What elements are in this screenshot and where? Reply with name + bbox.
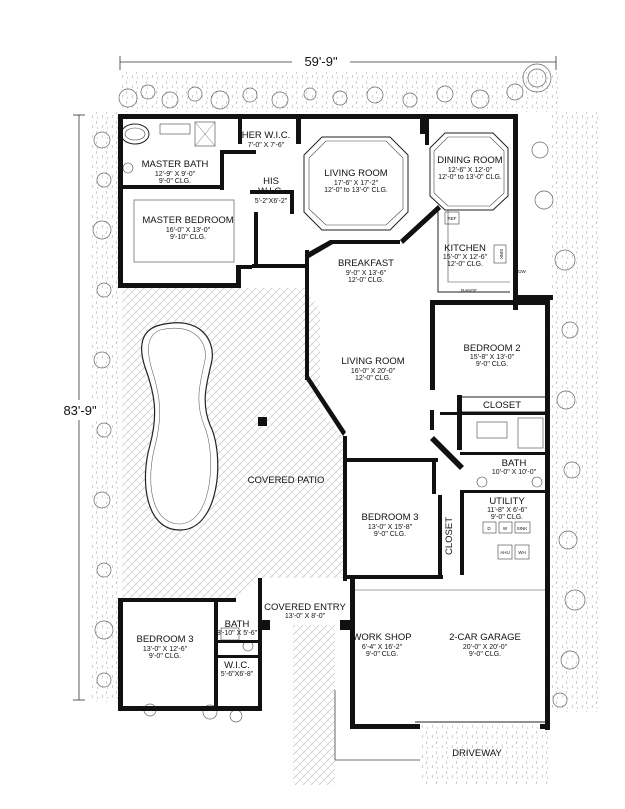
- room-name: BREAKFAST: [338, 258, 394, 269]
- room-size: 9'-0" X 13'-6": [346, 270, 387, 277]
- room-ceiling: 9'-0" CLG.: [159, 178, 191, 185]
- room-size: 13'-0" X 15'-8": [368, 524, 413, 531]
- room-size: 8'-10" X 5'-6": [217, 630, 258, 637]
- room-size: 7'-0" X 7'-6": [248, 142, 285, 149]
- room-ceiling: 12'-0" CLG.: [348, 277, 384, 284]
- fixture-label: REF: [448, 216, 457, 221]
- room-ceiling: 9'-0" CLG.: [366, 651, 398, 658]
- width-dimension: 59'-9": [304, 54, 338, 69]
- room-size: 16'-0" X 13'-0": [166, 227, 211, 234]
- room-name: MASTER BATH: [142, 159, 209, 170]
- fixture-label: SINK: [499, 249, 504, 260]
- room-ceiling: 9'-10" CLG.: [170, 234, 206, 241]
- room-labels: MASTER BATH 12'-9" X 9'-0" 9'-0" CLG. HE…: [136, 130, 536, 759]
- room-name: CLOSET: [444, 517, 455, 555]
- entry-walk: [293, 625, 550, 785]
- room-name: BEDROOM 2: [463, 343, 520, 354]
- room-size: 11'-8" X 6'-6": [487, 507, 527, 514]
- room-name: KITCHEN: [444, 243, 486, 254]
- room-size: 13'-0" X 8'-0": [285, 613, 326, 620]
- room-size: 5'-6"X6'-8": [221, 671, 254, 678]
- room-ceiling: 9'-0" CLG.: [476, 361, 508, 368]
- room-name: HER W.I.C.: [242, 130, 291, 141]
- room-name: DRIVEWAY: [452, 748, 502, 759]
- walls: [118, 114, 553, 730]
- room-size: 12'-9" X 9'-0": [155, 171, 196, 178]
- room-size: 13'-0" X 12'-6": [143, 646, 188, 653]
- room-size: 10'-0" X 10'-0": [492, 469, 537, 476]
- landscaping: [92, 63, 600, 723]
- fixture-label: D: [487, 526, 491, 531]
- room-name: BEDROOM 3: [136, 634, 193, 645]
- fixture-label: DW: [518, 269, 526, 274]
- room-name: HIS: [263, 176, 279, 187]
- room-name: UTILITY: [489, 496, 525, 507]
- room-size: 12'-6" X 12'-0": [448, 167, 493, 174]
- room-size: 15'-0" X 12'-6": [443, 254, 488, 261]
- fixture-label: WH: [518, 550, 526, 555]
- room-ceiling: 9'-0" CLG.: [149, 653, 181, 660]
- room-name: WORK SHOP: [352, 632, 411, 643]
- covered-patio-paving: [122, 288, 345, 600]
- room-name: 2-CAR GARAGE: [449, 632, 521, 643]
- fixture-labels: REF RANGE SINK DW D W SINK AHU WH: [448, 216, 528, 555]
- room-name: W.I.C.: [258, 186, 284, 197]
- room-ceiling: 12'-0" CLG.: [447, 261, 483, 268]
- room-size: 16'-0" X 20'-0": [351, 368, 396, 375]
- room-name: COVERED ENTRY: [264, 602, 346, 613]
- room-ceiling: 9'-0" CLG.: [374, 531, 406, 538]
- room-name: COVERED PATIO: [248, 475, 325, 486]
- room-ceiling: 12'-0" to 13'-0" CLG.: [438, 174, 502, 181]
- fixture-label: RANGE: [461, 288, 477, 293]
- fixture-label: W: [503, 526, 508, 531]
- room-name: BATH: [502, 458, 527, 469]
- room-name: DINING ROOM: [437, 155, 503, 166]
- room-size: 5'-2"X6'-2": [255, 198, 288, 205]
- room-name: MASTER BEDROOM: [142, 215, 233, 226]
- depth-dimension: 83'-9": [63, 403, 97, 418]
- room-size: 15'-8" X 13'-0": [470, 354, 515, 361]
- room-ceiling: 9'-0" CLG.: [491, 514, 523, 521]
- room-ceiling: 12'-0" to 13'-0" CLG.: [324, 187, 388, 194]
- room-name: BEDROOM 3: [361, 512, 418, 523]
- room-name: BATH: [225, 619, 250, 630]
- room-size: 20'-0" X 20'-0": [463, 644, 508, 651]
- room-name: CLOSET: [483, 400, 521, 411]
- fixture-label: SINK: [517, 526, 528, 531]
- room-size: 6'-4" X 16'-2": [362, 644, 403, 651]
- room-ceiling: 12'-0" CLG.: [355, 375, 391, 382]
- room-name: W.I.C.: [224, 660, 250, 671]
- fixture-label: AHU: [500, 550, 510, 555]
- room-ceiling: 9'-0" CLG.: [469, 651, 501, 658]
- room-name: LIVING ROOM: [341, 356, 404, 367]
- room-name: LIVING ROOM: [324, 168, 387, 179]
- room-size: 17'-6" X 17'-2": [334, 180, 379, 187]
